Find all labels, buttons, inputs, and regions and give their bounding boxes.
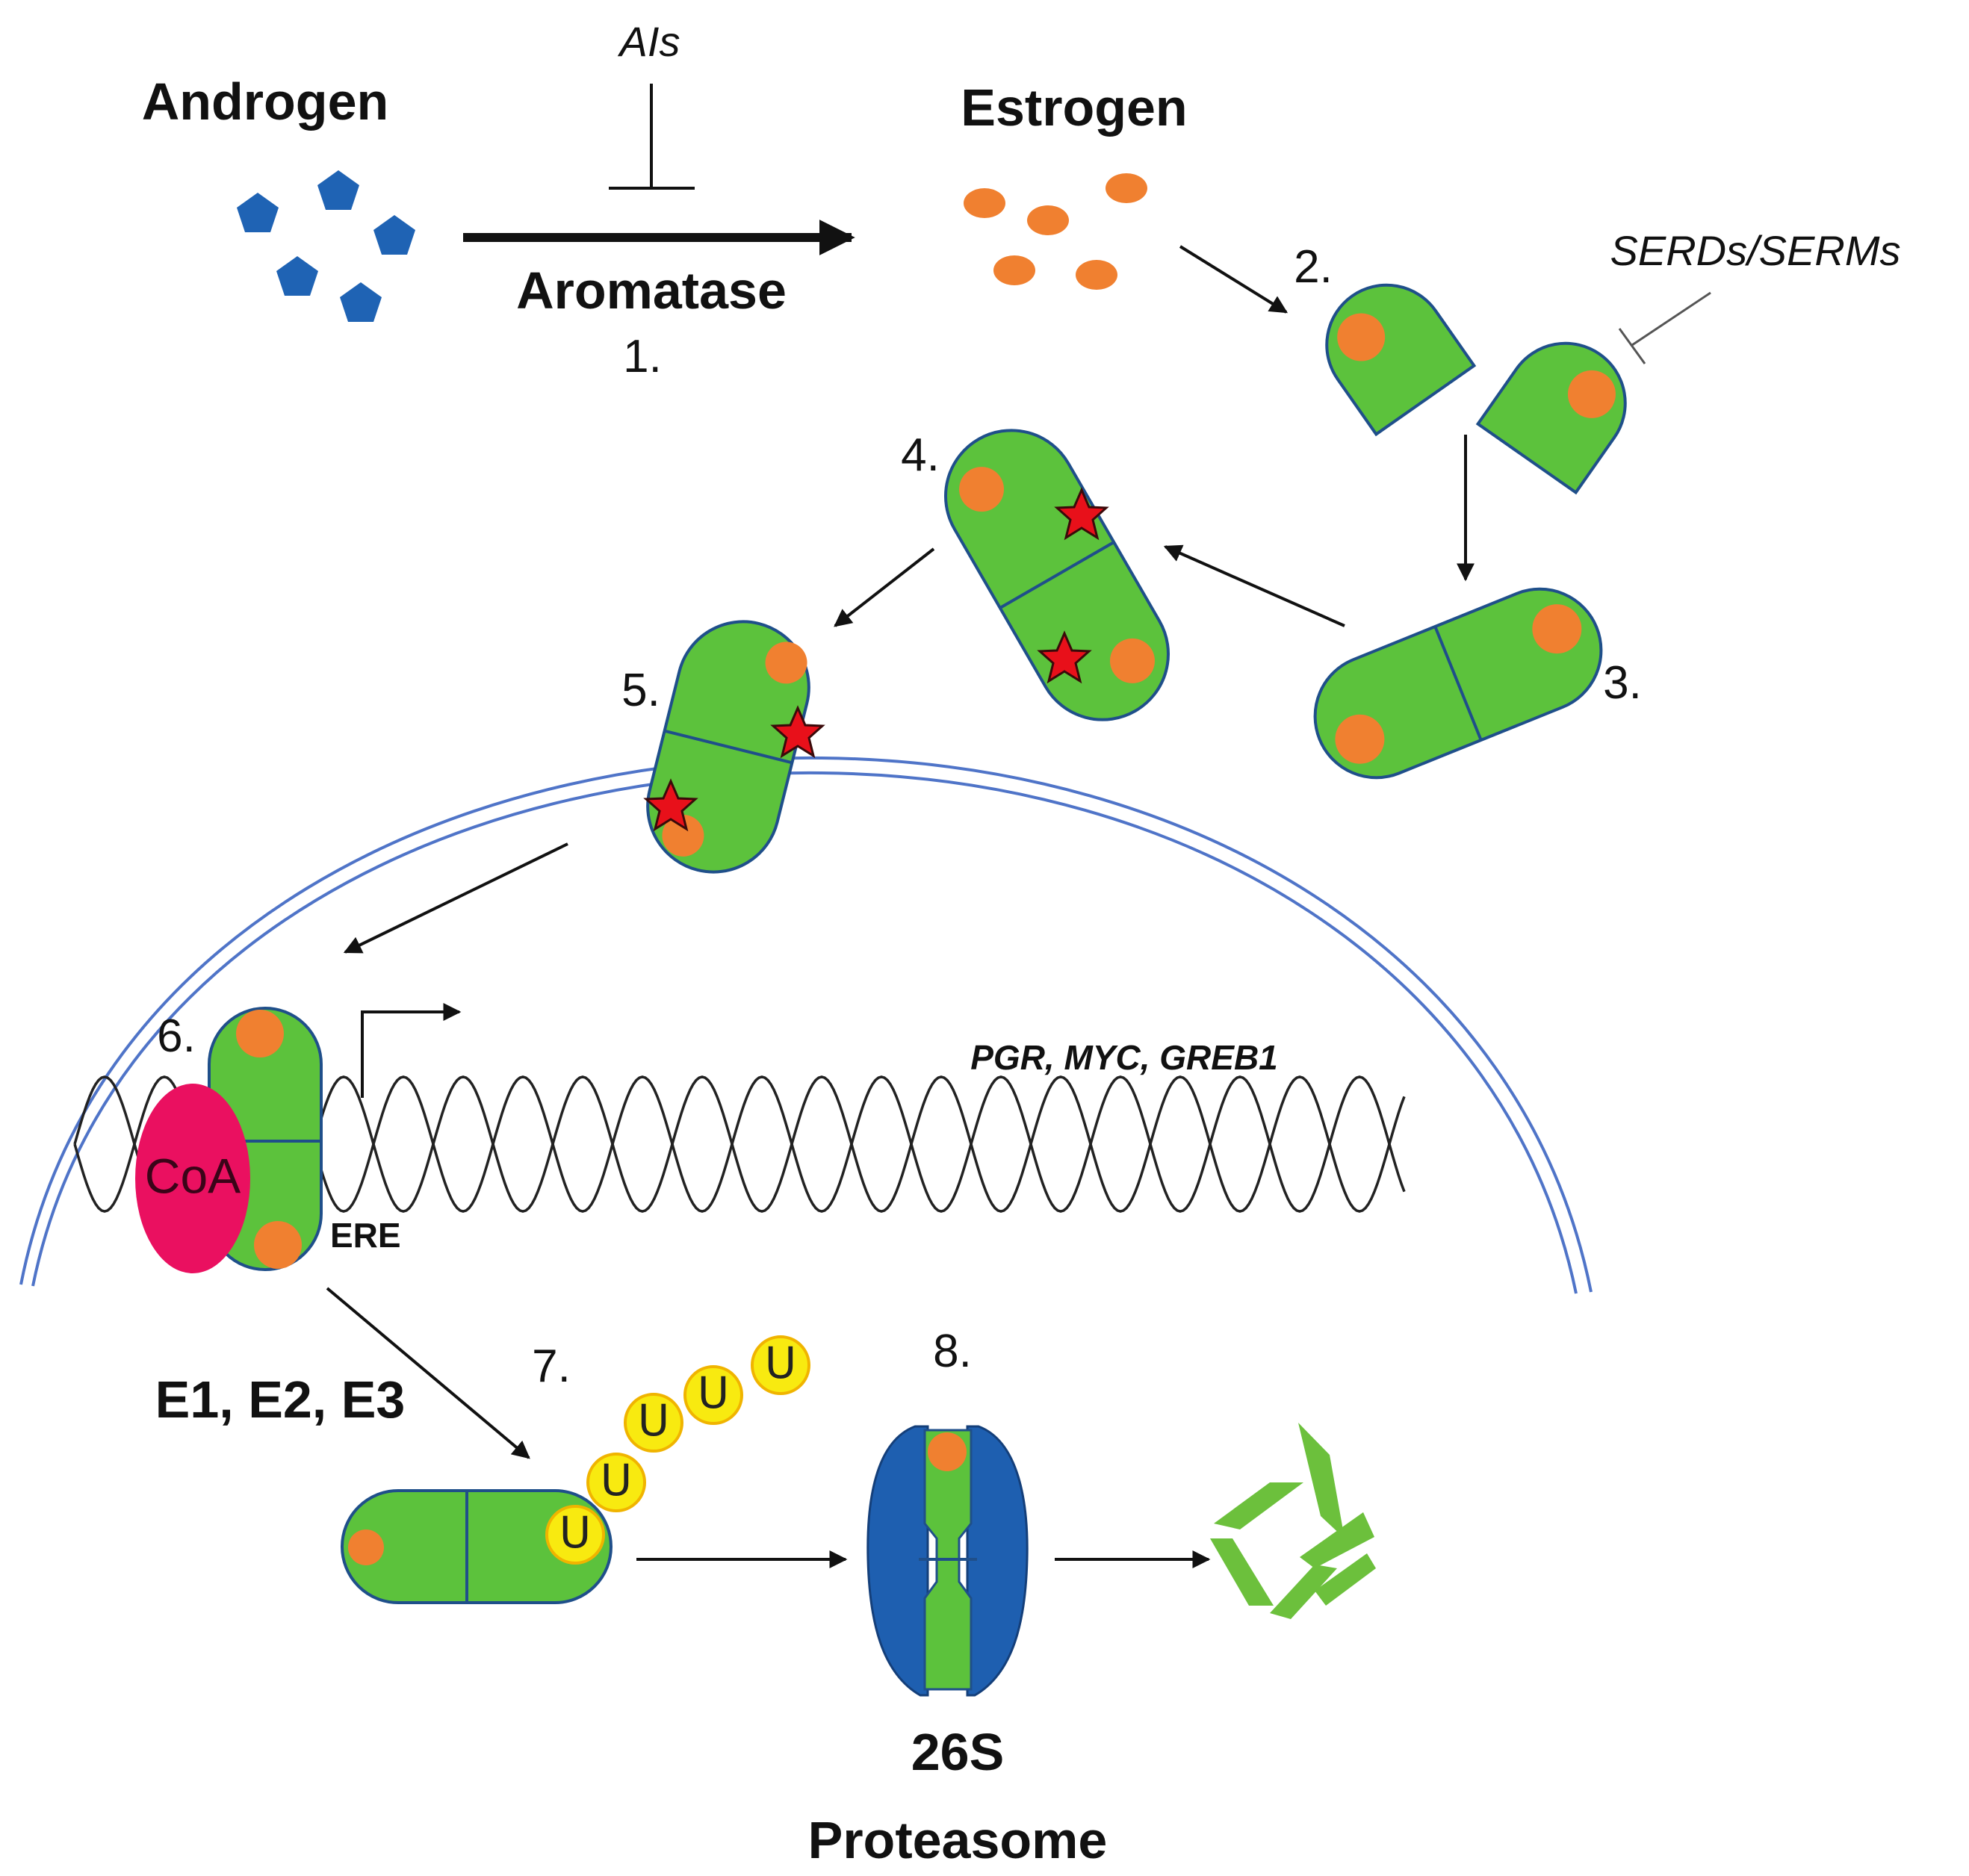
step-2-label: 2. [1294,241,1333,293]
ubiquitination-arrow [326,1287,530,1459]
e1-e2-e3-label: E1, E2, E3 [155,1370,406,1429]
dna-binding-arrow [343,842,568,954]
ubiquitin-bead: U [545,1505,605,1565]
transcription-start-arrow [361,1003,462,1098]
svg-text:U: U [638,1395,669,1446]
estrogen-label: Estrogen [961,78,1187,137]
step-8-label: 8. [933,1326,972,1377]
proteasome-26s-label: 26S [911,1723,1005,1781]
androgen-label: Androgen [142,72,389,131]
svg-text:U: U [601,1455,632,1506]
er-monomer-left [1325,283,1477,437]
ubiquitin-chain: U U U U U [545,1335,810,1565]
svg-text:U: U [698,1367,729,1418]
step-4-label: 4. [901,429,940,481]
er-monomer-right [1475,341,1627,495]
binding-arrow [1179,245,1289,314]
nuclear-membrane [19,756,1593,1294]
serds-inhibition-symbol [1618,291,1711,364]
ubiquitin-bead: U [586,1453,646,1512]
svg-text:U: U [765,1338,796,1388]
estrogen-molecules [964,173,1147,290]
degraded-peptide-fragments [1210,1423,1376,1619]
androgen-molecules [237,170,415,322]
step-7-label: 7. [532,1341,571,1392]
ubiquitin-bead: U [683,1365,743,1425]
coactivator: CoA [135,1084,250,1273]
step-6-label: 6. [157,1010,196,1062]
translocation-arrow [834,547,935,627]
serds-serms-label: SERDs/SERMs [1610,227,1901,274]
aromatase-label: Aromatase [516,261,787,320]
phosphorylation-arrow [1163,544,1345,627]
ais-label: AIs [618,18,680,65]
er-dimer-phosphorylated [944,429,1170,721]
er-dimer [1313,587,1603,780]
proteasome-26s [866,1425,1029,1697]
er-dimer-ubiquitinated [341,1489,613,1604]
step-1-label: 1. [623,331,662,382]
er-dimer-translocating [646,620,810,874]
ais-inhibition-symbol [609,84,695,190]
ubiquitin-bead: U [624,1393,683,1453]
svg-text:U: U [559,1507,591,1558]
ere-label: ERE [330,1216,401,1255]
step-3-label: 3. [1603,657,1642,709]
step-5-label: 5. [621,665,660,716]
ubiquitin-bead: U [751,1335,810,1395]
proteasome-label: Proteasome [808,1811,1108,1869]
coactivator-label: CoA [145,1148,241,1203]
target-genes-label: PGR, MYC, GREB1 [970,1038,1278,1077]
